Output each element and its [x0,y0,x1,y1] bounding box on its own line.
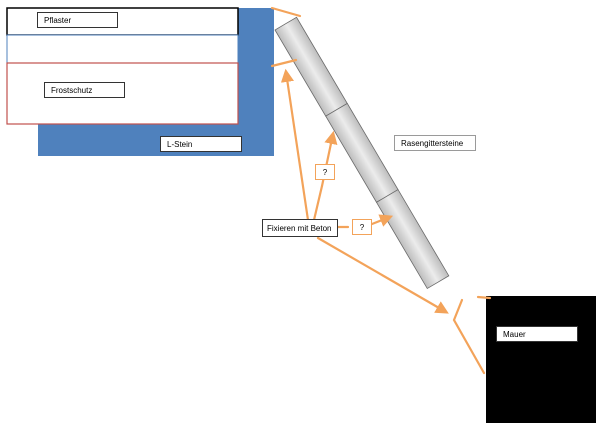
top-connector-line [270,6,302,18]
stone-2 [325,102,399,203]
question-mark-box-2: ? [352,219,372,235]
mauer-connector-line [452,298,486,375]
middle-layer [6,34,239,64]
stone-3 [375,189,450,290]
question-mark-box-1: ? [315,164,335,180]
fixieren-mit-beton-label: Fixieren mit Beton [262,219,338,237]
arrow-to-joint-2 [370,214,394,227]
rasengitter-stones [274,16,450,290]
orange-arrows [270,6,492,375]
arrow-to-top-stone [280,68,310,222]
l-stein-wall [238,8,274,68]
l-stein-label: L-Stein [160,136,242,152]
mauer-label: Mauer [496,326,578,342]
wall-connector-line [270,58,298,68]
mauer-block [486,296,596,423]
arrow-to-bottom [316,236,449,314]
arrow-left-branch [312,184,324,222]
frostschutz-label: Frostschutz [44,82,125,98]
stone-1 [274,16,348,117]
pflaster-label: Pflaster [37,12,118,28]
rasengittersteine-label: Rasengittersteine [394,135,476,151]
mauer-top-connector [476,295,492,300]
